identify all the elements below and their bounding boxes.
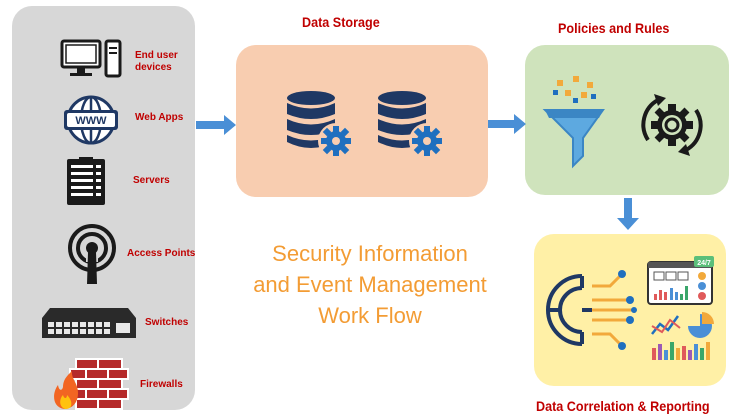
title-line-1: Security Information [272, 241, 468, 266]
server-rack-icon [67, 157, 105, 205]
network-switch-icon [42, 308, 136, 338]
arrow-to-storage [196, 115, 236, 135]
database-gear-icon-2 [378, 91, 445, 159]
desktop-computer-icon [60, 39, 122, 78]
firewall-icon [54, 358, 129, 410]
source-label-web-apps: Web Apps [135, 112, 184, 123]
filter-funnel-icon [542, 76, 605, 169]
workflow-title: Security Information and Event Managemen… [240, 238, 500, 331]
source-label-servers: Servers [133, 175, 170, 186]
dashboard-icon: 24/7 [647, 256, 714, 305]
arrow-to-reporting [617, 198, 639, 230]
title-line-3: Work Flow [318, 303, 422, 328]
policies-heading: Policies and Rules [558, 20, 670, 36]
data-sources-panel [12, 6, 195, 410]
title-line-2: and Event Management [253, 272, 487, 297]
source-label-switches: Switches [145, 317, 189, 328]
arrow-to-policies [488, 114, 526, 134]
www-globe-icon: WWW [64, 95, 118, 145]
gear-cycle-icon [641, 94, 703, 156]
dashboard-badge-24-7: 24/7 [697, 260, 711, 267]
data-storage-heading: Data Storage [302, 14, 380, 30]
svg-text:WWW: WWW [75, 115, 107, 127]
wireless-access-point-icon [68, 224, 116, 284]
charts-icon [651, 312, 714, 360]
database-gear-icon [287, 91, 354, 159]
source-label-firewalls: Firewalls [140, 379, 183, 390]
source-label-access-points: Access Points [127, 248, 196, 259]
ai-circuit-icon [546, 270, 637, 350]
reporting-heading: Data Correlation & Reporting [536, 398, 710, 414]
data-storage-panel [236, 45, 488, 197]
